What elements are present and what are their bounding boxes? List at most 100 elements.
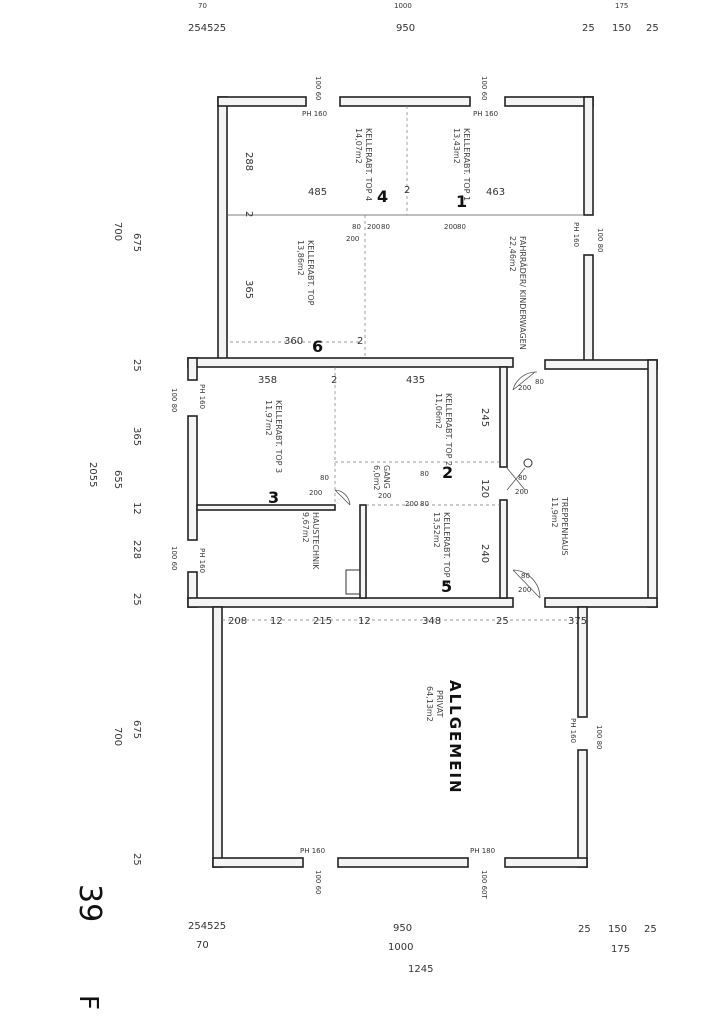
room-gang-area: 6,0m2: [372, 465, 381, 491]
wall-top-right-b: [583, 254, 594, 366]
dim-120: 120: [479, 479, 490, 498]
bot-dim-1245: 1245: [408, 964, 433, 975]
room-top2-name: KELLERABT. TOP 2: [444, 393, 453, 466]
left-dim-655: 655: [112, 470, 123, 489]
room-allgemein-name: PRIVAT: [435, 690, 444, 718]
ph-top-left: PH 160: [302, 110, 327, 118]
wall-mid-top-left: [187, 357, 514, 368]
door-swing-haustech: [334, 489, 351, 506]
bot-dim-150: 150: [608, 924, 627, 935]
dim-80d: 80: [320, 474, 329, 482]
dim-80e: 80: [420, 470, 429, 478]
dim-240: 240: [479, 544, 490, 563]
room-top1-name: KELLERABT. TOP 1: [462, 128, 471, 201]
dim-200h: 200: [515, 488, 528, 496]
hand-mark-4: 4: [377, 187, 388, 206]
left-dim-228: 228: [131, 540, 142, 559]
room-top3: KELLERABT. TOP 3 11,97m2: [264, 400, 283, 473]
dim-80f: 80: [420, 500, 429, 508]
haustech-box: [345, 569, 361, 595]
room-top6: KELLERABT. TOP 13,86m2: [296, 240, 315, 306]
wall-mid-left-a: [187, 357, 198, 381]
dim-200g: 200: [518, 384, 531, 392]
door-swing-gang: [506, 467, 526, 491]
ph-bot-right-b: PH 180: [470, 847, 495, 855]
dim-80c: 80: [457, 223, 466, 231]
wall-stair-left-a: [499, 366, 508, 468]
room-top5-name: KELLERABT. TOP 5: [442, 512, 451, 585]
dim-360: 360: [284, 336, 303, 347]
dim-200i: 200: [518, 586, 531, 594]
dim-80g: 80: [535, 378, 544, 386]
dim-2a: 2: [404, 185, 410, 196]
room-top3-name: KELLERABT. TOP 3: [274, 400, 283, 473]
wall-haustech-right: [359, 504, 367, 599]
bot-dim-175: 175: [611, 944, 630, 955]
dim-200b: 200: [346, 235, 359, 243]
wall-top-top-c: [504, 96, 594, 107]
win-bot-right-b: 100 60T: [480, 870, 488, 899]
left-dim-675a: 675: [131, 233, 142, 252]
stair-marker: [523, 458, 533, 468]
room-fahrrad-area: 22,46m2: [508, 236, 517, 272]
room-top5: KELLERABT. TOP 5 13,52m2: [432, 512, 451, 585]
dim-2c: 2: [357, 336, 363, 347]
room-allgemein-handwritten: ALLGEMEIN: [446, 680, 464, 795]
dim-12a: 12: [270, 616, 283, 627]
dim-80b: 80: [381, 223, 390, 231]
win-top-right: 100 60: [480, 76, 488, 101]
page-letter: F: [73, 995, 103, 1010]
wall-stair-left-b: [499, 499, 508, 599]
hand-mark-6: 6: [312, 337, 323, 356]
dim-2b: 2: [243, 211, 254, 217]
wall-bot-left: [212, 606, 223, 868]
left-dim-2055: 2055: [87, 462, 98, 487]
inner-dimensions: 288 485 463 2 2 80 200 200 80 200 80 365…: [228, 152, 587, 627]
bot-dim-left: 254525: [188, 921, 226, 932]
left-dim-12: 12: [131, 502, 142, 515]
top-dim-1000: 1000: [394, 2, 412, 10]
door-swing-stair-bottom: [512, 569, 541, 599]
win-right-upper: 100 80: [596, 228, 604, 253]
win-bot-left: 100 60: [314, 870, 322, 895]
room-allgemein-area: 64,13m2: [425, 686, 434, 722]
win-top-left: 100 60: [314, 76, 322, 101]
wall-bot-right-b: [577, 749, 588, 868]
dim-358: 358: [258, 375, 277, 386]
top-dim-left: 254525: [188, 23, 226, 34]
room-treppe: TREPPENHAUS 11,9m2: [550, 496, 569, 556]
win-bot-right: 100 80: [595, 725, 603, 750]
dim-200a: 200: [367, 223, 380, 231]
top-dim-25b: 25: [646, 23, 659, 34]
room-top5-area: 13,52m2: [432, 512, 441, 548]
room-top4-name: KELLERABT. TOP 4: [364, 128, 373, 201]
hand-mark-1: 1: [456, 192, 467, 211]
door-swing-stair-top: [512, 371, 538, 391]
wall-bot-right-a: [577, 606, 588, 718]
page-number: 39: [72, 884, 107, 922]
dim-2d: 2: [331, 375, 337, 386]
wall-top-right-a: [583, 96, 594, 216]
wall-bot-bottom-c: [504, 857, 588, 868]
win-mid-left-b: 100 60: [170, 546, 178, 571]
dim-200f: 200: [405, 500, 418, 508]
room-haustech-area: 9,67m2: [301, 512, 310, 543]
room-top6-name: KELLERABT. TOP: [306, 240, 315, 306]
room-top3-area: 11,97m2: [264, 400, 273, 436]
room-top6-area: 13,86m2: [296, 240, 305, 276]
dim-463: 463: [486, 187, 505, 198]
dim-25: 25: [496, 616, 509, 627]
win-mid-left-a: 100 80: [170, 388, 178, 413]
dim-208: 208: [228, 616, 247, 627]
bot-dim-25b: 25: [644, 924, 657, 935]
wall-haustech-top: [196, 504, 336, 511]
room-top2: KELLERABT. TOP 2 11,06m2: [434, 393, 453, 466]
room-haustech-name: HAUSTECHNIK: [311, 512, 320, 570]
wall-top-left: [217, 96, 228, 361]
dim-288: 288: [243, 152, 254, 171]
ph-top-right: PH 160: [473, 110, 498, 118]
room-fahrrad: FAHRRÄDER/ KINDERWAGEN 22,46m2: [508, 236, 528, 350]
hand-mark-3: 3: [268, 488, 279, 507]
wall-mid-top-right: [544, 359, 658, 370]
dim-485: 485: [308, 187, 327, 198]
